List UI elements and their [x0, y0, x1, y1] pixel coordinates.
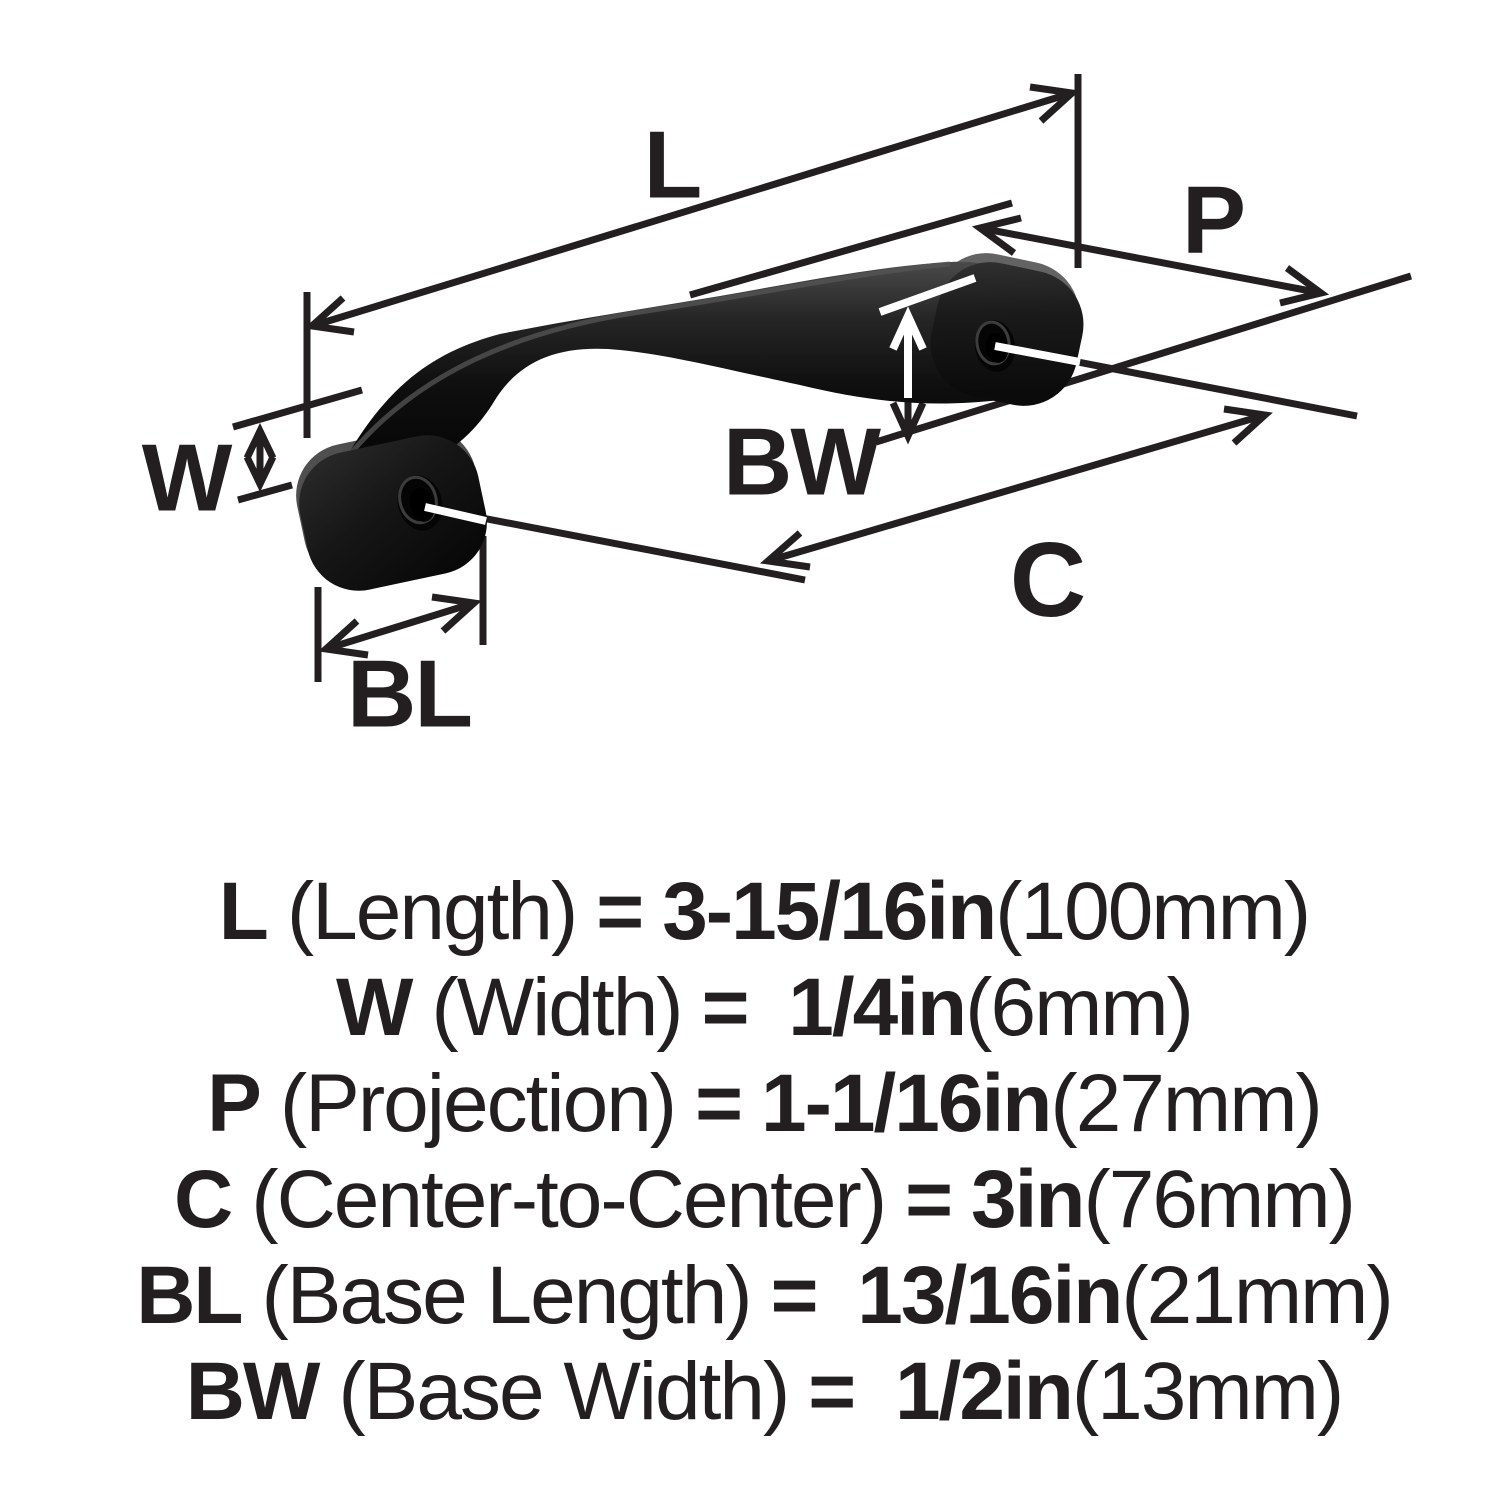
spec-row-center-to-center: C(Center-to-Center)=3in(76mm)	[28, 1152, 1500, 1248]
spec-row-length: L(Length)=3-15/16in(100mm)	[28, 864, 1500, 960]
w-arrowhead-up-icon	[243, 422, 277, 460]
label-base-width: BW	[723, 409, 881, 516]
extension-lines	[232, 74, 1413, 682]
spec-value: 3-15/16in	[662, 866, 997, 957]
bl-dimension-line	[324, 599, 476, 653]
spec-name: (Base Length)	[261, 1250, 753, 1341]
spec-value: 3in	[971, 1154, 1085, 1245]
label-base-length: BL	[347, 641, 471, 748]
spec-equals: =	[701, 962, 750, 1053]
handle-arm	[345, 261, 1020, 460]
bl-arrowhead-right-icon	[431, 593, 482, 634]
spec-equals: =	[770, 1250, 819, 1341]
spec-value: 1/2in	[874, 1346, 1074, 1437]
spec-row-width: W(Width)= 1/4in(6mm)	[28, 960, 1500, 1056]
spec-row-projection: P(Projection)=1-1/16in(27mm)	[28, 1056, 1500, 1152]
bw-upper-tick-white	[878, 274, 977, 316]
spec-name: (Width)	[431, 962, 683, 1053]
spec-metric: (21mm)	[1121, 1250, 1393, 1341]
p-dimension-line	[979, 224, 1322, 297]
label-projection: P	[1182, 167, 1244, 274]
cabinet-pull-handle	[296, 253, 1084, 591]
spec-name: (Center-to-Center)	[251, 1154, 887, 1245]
spec-symbol: W	[335, 962, 413, 1053]
spec-name: (Length)	[286, 866, 578, 957]
right-hole-leader-white-segment	[994, 342, 1081, 366]
label-length: L	[644, 112, 701, 219]
spec-metric: (6mm)	[965, 962, 1194, 1053]
handle-arm-top-highlight	[350, 261, 951, 454]
c-arrowhead-left-icon	[759, 530, 811, 571]
left-screw-hole-rim	[398, 475, 438, 525]
w-arrowhead-down-icon	[243, 455, 277, 493]
spec-symbol: L	[218, 866, 269, 957]
c-dimension-line	[767, 411, 1266, 565]
dimension-lines	[243, 83, 1358, 659]
left-foot-face	[299, 435, 487, 591]
l-arrowhead-left-icon	[304, 295, 355, 336]
spec-symbol: BL	[136, 1250, 243, 1341]
right-screw-hole-rim	[975, 320, 1011, 366]
p-arrowhead-right-icon	[1279, 265, 1330, 307]
spec-symbol: C	[174, 1154, 233, 1245]
l-dimension-line	[310, 89, 1074, 330]
spec-equals: =	[905, 1154, 953, 1245]
label-center-to-center: C	[1010, 521, 1085, 639]
spec-metric: (76mm)	[1083, 1154, 1356, 1245]
spec-metric: (13mm)	[1071, 1346, 1344, 1437]
dimension-spec-list: L(Length)=3-15/16in(100mm) W(Width)= 1/4…	[0, 864, 1500, 1440]
spec-value: 13/16in	[836, 1250, 1123, 1341]
left-hole-leader-white-segment	[424, 503, 487, 525]
spec-symbol: BW	[185, 1346, 321, 1437]
spec-equals: =	[596, 866, 644, 957]
w-upper-extension-tick	[232, 386, 363, 431]
spec-row-base-width: BW(Base Width)= 1/2in(13mm)	[28, 1344, 1500, 1440]
cabinet-pull-dimension-diagram: L W P C BL BW	[142, 74, 1413, 748]
spec-metric: (27mm)	[1050, 1058, 1322, 1149]
spec-name: (Projection)	[279, 1058, 677, 1149]
spec-name: (Base Width)	[338, 1346, 790, 1437]
c-arrowhead-right-icon	[1223, 405, 1273, 446]
bw-arrowhead-up-icon	[889, 306, 927, 351]
l-arrowhead-right-icon	[1029, 83, 1080, 124]
w-lower-extension-tick	[237, 481, 293, 504]
spec-value: 1-1/16in	[761, 1058, 1052, 1149]
bw-arrowhead-down-icon	[889, 401, 927, 445]
label-width: W	[142, 425, 233, 532]
p-arrowhead-left-icon	[971, 214, 1022, 256]
left-screw-hole	[409, 488, 435, 522]
base-plane-extension-line	[874, 272, 1413, 446]
spec-equals: =	[808, 1346, 856, 1437]
left-hole-leader-line	[424, 503, 806, 584]
bl-arrowhead-left-icon	[318, 618, 369, 659]
spec-symbol: P	[207, 1058, 262, 1149]
top-plane-extension-line	[689, 199, 1013, 299]
white-overlay-lines	[424, 274, 1081, 525]
spec-equals: =	[695, 1058, 743, 1149]
spec-value: 1/4in	[767, 962, 967, 1053]
spec-metric: (100mm)	[995, 866, 1311, 957]
spec-row-base-length: BL(Base Length)= 13/16in(21mm)	[28, 1248, 1500, 1344]
